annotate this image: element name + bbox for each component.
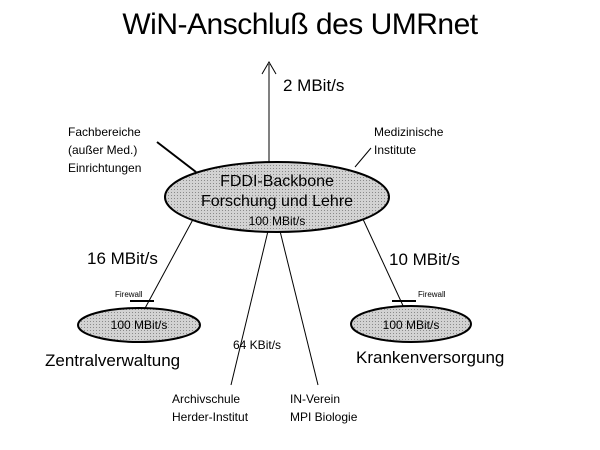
right-node-speed: 100 MBit/s (382, 318, 440, 332)
ausser-med-label: (außer Med.) (68, 143, 138, 157)
zentralverwaltung-label: Zentralverwaltung (45, 351, 181, 370)
archivschule-label-group: Archivschule Herder-Institut (172, 390, 248, 426)
right-firewall-label: Firewall (418, 290, 446, 299)
left-node-ellipse (77, 307, 201, 343)
right-branch-line (361, 216, 406, 311)
left-branch-line (142, 211, 198, 313)
bottom-branch-right-line (279, 230, 319, 386)
in-verein-label: IN-Verein (290, 392, 341, 406)
right-node-ellipse (350, 305, 472, 343)
diagram-title: WiN-Anschluß des UMRnet (122, 8, 478, 41)
backbone-title: FDDI-Backbone (220, 173, 334, 190)
medizinische-connector (354, 147, 372, 168)
bottom-link-speed: 64 KBit/s (233, 338, 282, 352)
backbone-ellipse (164, 161, 390, 233)
backbone-speed: 100 MBit/s (248, 214, 306, 228)
left-node-speed: 100 MBit/s (110, 318, 168, 332)
medizinische-label-group: Medizinische Institute (374, 123, 443, 159)
uplink-arrowhead (261, 61, 277, 75)
mpi-biologie-label: MPI Biologie (290, 410, 358, 424)
herder-institut-label: Herder-Institut (172, 410, 249, 424)
archivschule-label: Archivschule (172, 392, 241, 406)
uplink-speed-label: 2 MBit/s (283, 76, 345, 95)
left-firewall-label: Firewall (115, 290, 143, 299)
backbone-subtitle: Forschung und Lehre (200, 193, 354, 210)
institute-label: Institute (374, 143, 417, 157)
bottom-branch-left-line (230, 230, 269, 386)
krankenversorgung-label: Krankenversorgung (356, 348, 505, 367)
in-verein-label-group: IN-Verein MPI Biologie (290, 390, 357, 426)
medizinische-label: Medizinische (374, 125, 444, 139)
left-link-speed: 16 MBit/s (87, 249, 158, 268)
einrichtungen-label: Einrichtungen (68, 161, 142, 175)
right-link-speed: 10 MBit/s (389, 250, 460, 269)
fachbereiche-label: Fachbereiche (68, 125, 141, 139)
fachbereiche-connector (156, 141, 197, 173)
fachbereiche-label-group: Fachbereiche (außer Med.) Einrichtungen (68, 123, 141, 177)
